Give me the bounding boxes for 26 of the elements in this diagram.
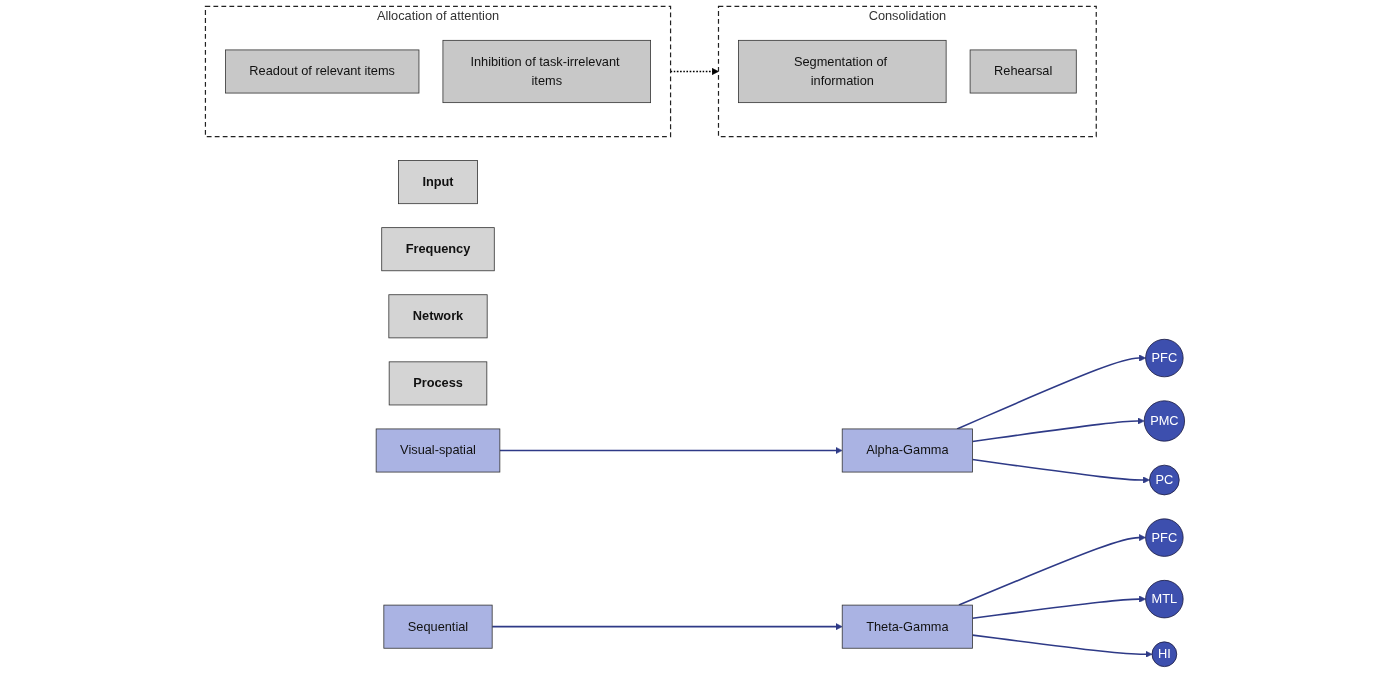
node-box: Input — [398, 160, 478, 205]
arrow — [491, 623, 843, 631]
node-box: Segmentation of information — [738, 39, 947, 104]
arrow — [971, 595, 1146, 620]
node-box: Readout of relevant items — [225, 49, 420, 94]
arrow — [499, 447, 843, 454]
node-box: Frequency — [381, 227, 495, 272]
node-circle: PFC — [1145, 518, 1184, 557]
node-box: Sequential — [383, 604, 493, 649]
node-box: Theta-Gamma — [841, 604, 973, 649]
arrow — [971, 458, 1150, 484]
node-circle: PC — [1149, 464, 1180, 496]
node-box: Process — [388, 361, 488, 406]
node-box: Alpha-Gamma — [841, 428, 973, 473]
node-circle: MTL — [1145, 579, 1184, 619]
node-circle: HI — [1151, 641, 1178, 667]
node-box: Inhibition of task-irrelevant items — [442, 39, 651, 104]
node-box: Network — [388, 294, 488, 339]
node-circle: PMC — [1143, 400, 1185, 442]
arrow — [958, 534, 1146, 606]
arrow — [971, 417, 1145, 443]
node-box: Visual-spatial — [375, 428, 501, 473]
node-box: Rehearsal — [969, 49, 1077, 94]
arrow — [971, 634, 1153, 658]
node-circle: PFC — [1145, 338, 1184, 378]
arrow — [956, 354, 1146, 430]
